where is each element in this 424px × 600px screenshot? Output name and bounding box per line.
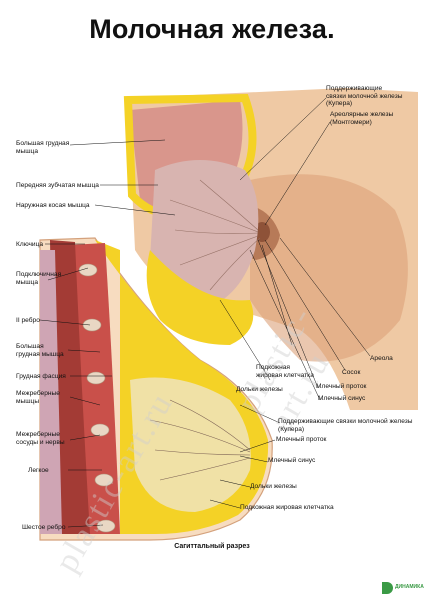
label-lung: Легкое [28, 467, 49, 474]
label-intercostal-muscles: Межреберные мышцы [16, 390, 60, 405]
label-lobules-bottom: Дольки железы [250, 483, 297, 490]
label-subcutaneous-fat-bottom: Подкожная жировая клетчатка [240, 504, 334, 511]
label-areola: Ареола [370, 355, 393, 362]
label-duct-bottom: Млечный проток [276, 436, 327, 443]
fat-lower-top [146, 250, 254, 345]
leader-lines [39, 97, 371, 528]
ribs [78, 263, 116, 533]
ducts-bottom [149, 399, 251, 481]
label-oblique: Наружная косая мышца [16, 202, 90, 209]
label-sinus-top: Млечный синус [318, 395, 366, 402]
page-title: Молочная железа. [89, 14, 335, 44]
section-caption: Сагиттальный разрез [174, 543, 250, 550]
label-pectoralis-major-2: Большая грудная мышца [16, 343, 64, 358]
label-lobules-top: Дольки железы [236, 386, 283, 393]
label-subclavius: Подключичная мышца [16, 271, 62, 286]
brand-text: ДИНАМИКА [395, 584, 424, 590]
label-nipple: Сосок [342, 369, 361, 376]
label-intercostal-vessels: Межреберные сосуды и нервы [16, 431, 65, 446]
label-sinus-bottom: Млечный синус [268, 457, 316, 464]
brand-mark-icon [382, 582, 393, 594]
gland-section [130, 377, 251, 512]
label-montgomery: Ареолярные железы (Монтгомери) [330, 111, 394, 126]
breast-shadow [250, 174, 408, 362]
label-cooper-bottom: Поддерживающие связки молочной железы (К… [278, 418, 413, 433]
lung [40, 250, 62, 534]
label-fascia: Грудная фасция [16, 373, 66, 380]
label-pectoralis-major: Большая грудная мышца [16, 140, 70, 155]
frontal-breast-view [123, 88, 418, 410]
label-rib6: Шестое ребро [22, 524, 66, 531]
gland-top [150, 160, 259, 310]
label-clavicle: Ключица [16, 241, 44, 248]
ducts-top [169, 179, 261, 291]
label-serratus: Передняя зубчатая мышца [16, 182, 99, 189]
sagittal-section [39, 237, 273, 541]
label-cooper-top: Поддерживающие связки молочной железы (К… [326, 85, 403, 108]
label-duct-top: Млечный проток [316, 383, 367, 390]
label-subcutaneous-fat-top: Подкожная жировая клетчатка [256, 364, 314, 379]
brand-logo: ДИНАМИКА [382, 582, 424, 596]
label-rib2: II ребро [16, 317, 40, 324]
